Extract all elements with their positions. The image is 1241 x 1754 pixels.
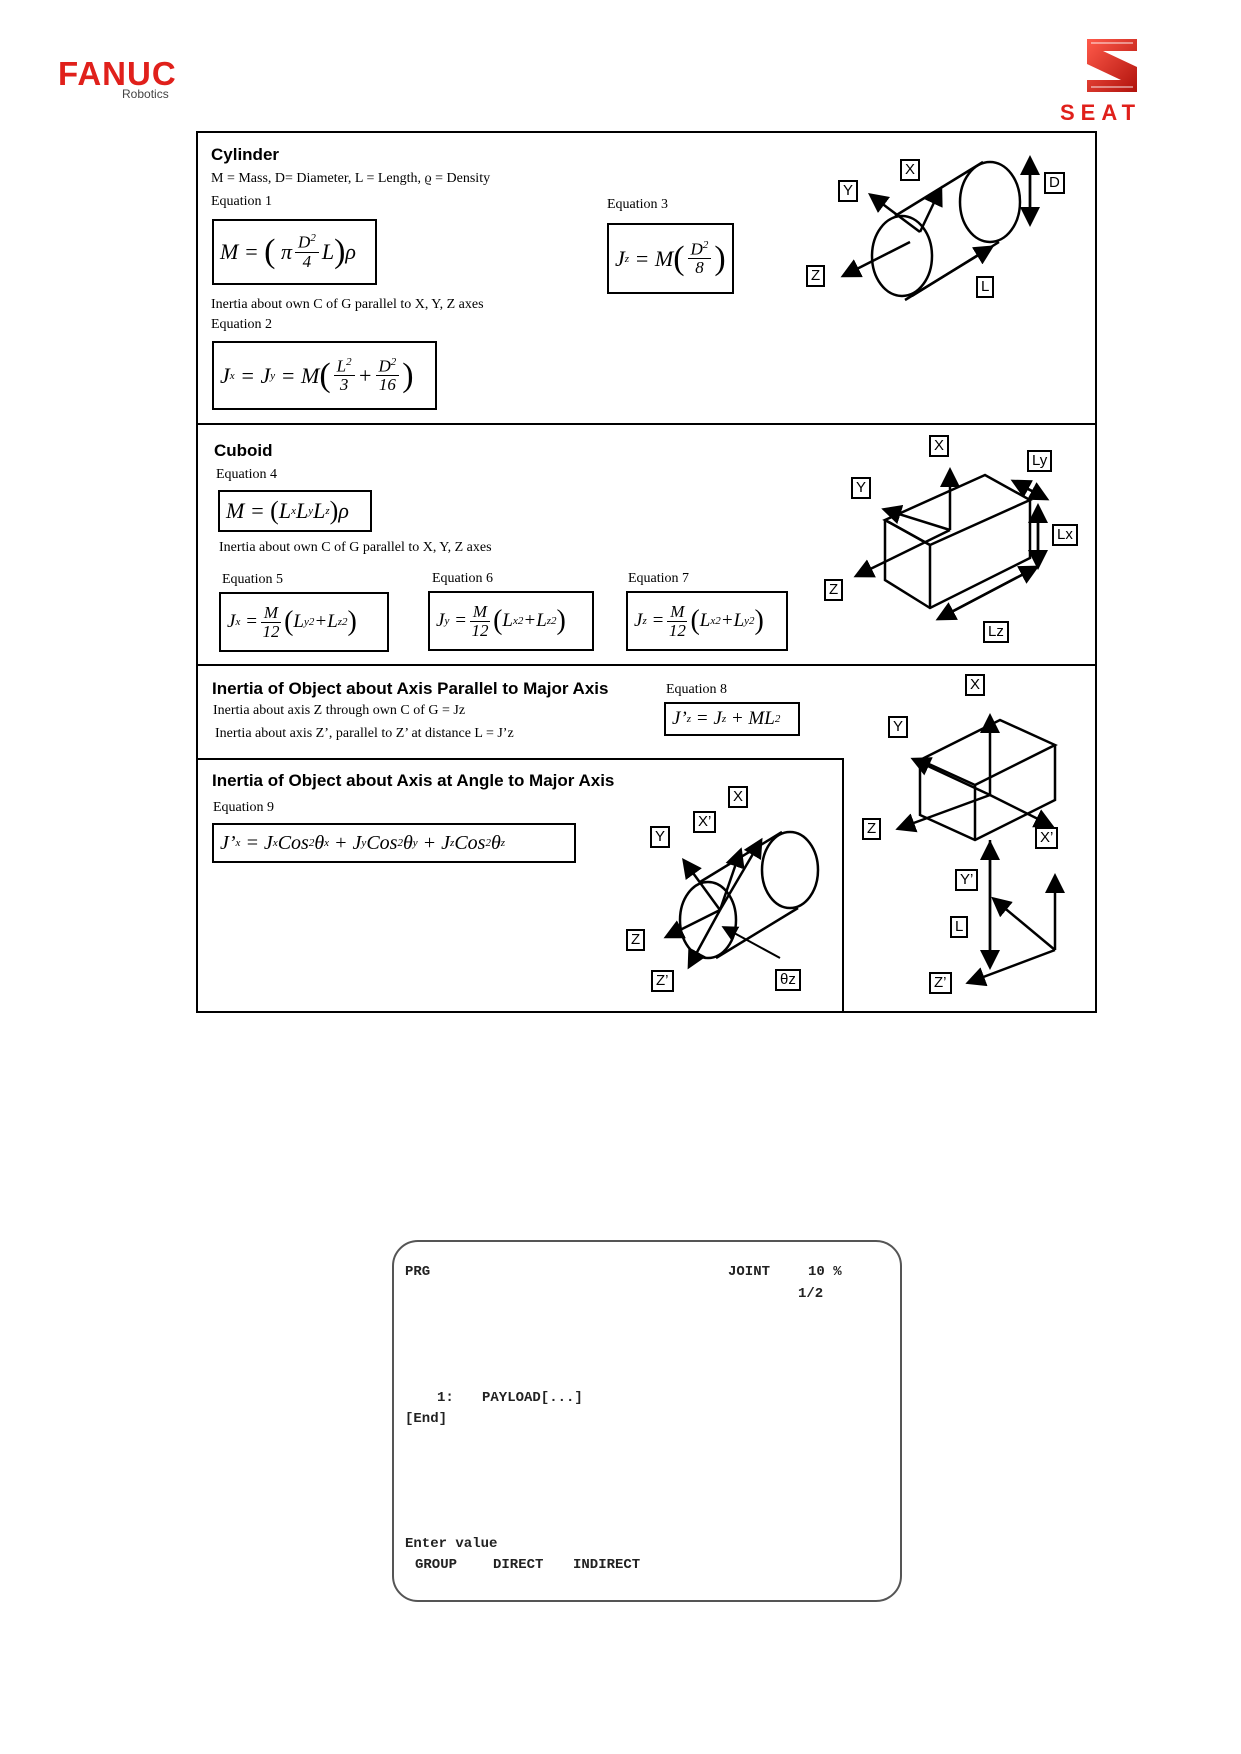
cylinder-legend: M = Mass, D= Diameter, L = Length, ϱ = D… — [211, 171, 491, 186]
page-indicator: 1/2 — [798, 1286, 824, 1302]
fanuc-logo-subtitle: Robotics — [122, 87, 169, 101]
angle-axis-diagram — [663, 830, 820, 970]
axis-label-y: Y — [838, 180, 859, 202]
axis-label-x: X — [929, 435, 950, 457]
axis-label-x: X — [728, 786, 749, 808]
axis-label-x: X — [900, 159, 921, 181]
equation-8-label: Equation 8 — [666, 682, 728, 697]
equation-6-label: Equation 6 — [432, 571, 494, 586]
input-prompt: Enter value — [405, 1536, 498, 1552]
axis-label-y-prime: Y’ — [955, 869, 979, 891]
option-direct[interactable]: DIRECT — [493, 1557, 544, 1573]
axis-label-z-prime: Z’ — [929, 972, 952, 994]
section-divider — [196, 664, 1097, 666]
fanuc-logo: FANUC — [58, 55, 177, 92]
dimension-label-lz: Lz — [983, 621, 1009, 643]
axis-label-y: Y — [650, 826, 671, 848]
axis-label-y: Y — [888, 716, 909, 738]
axis-label-x-prime: X’ — [693, 811, 717, 833]
equation-5-label: Equation 5 — [222, 572, 284, 587]
cuboid-inertia-text: Inertia about own C of G parallel to X, … — [219, 540, 492, 555]
seat-wordmark: SEAT — [1060, 100, 1142, 125]
option-indirect[interactable]: INDIRECT — [573, 1557, 641, 1573]
axis-label-z-prime: Z’ — [651, 970, 674, 992]
axis-label-x-prime: X’ — [1035, 827, 1059, 849]
equation-4-label: Equation 4 — [216, 467, 278, 482]
equation-1-label: Equation 1 — [211, 194, 273, 209]
override-speed: 10 % — [808, 1264, 842, 1280]
section-divider — [196, 758, 843, 760]
parallel-axis-title: Inertia of Object about Axis Parallel to… — [212, 679, 609, 698]
axis-label-z: Z — [862, 818, 882, 840]
equation-9-label: Equation 9 — [213, 800, 275, 815]
equation-3-label: Equation 3 — [607, 197, 669, 212]
motion-mode: JOINT — [728, 1264, 771, 1280]
dimension-label-l: L — [976, 276, 995, 298]
payload-instruction[interactable]: PAYLOAD[...] — [482, 1390, 583, 1406]
equation-7-label: Equation 7 — [628, 571, 690, 586]
axis-label-z: Z — [626, 929, 646, 951]
section-divider — [196, 423, 1097, 425]
program-name: PRG — [405, 1264, 431, 1280]
equation-2-label: Equation 2 — [211, 317, 273, 332]
section-divider — [842, 758, 844, 1013]
axis-label-z: Z — [806, 265, 826, 287]
parallel-axis-line-2: Inertia about axis Z’, parallel to Z’ at… — [215, 726, 514, 741]
dimension-label-lx: Lx — [1052, 524, 1078, 546]
axis-label-z: Z — [824, 579, 844, 601]
option-group[interactable]: GROUP — [415, 1557, 458, 1573]
inertia-formula-sheet — [196, 131, 1097, 1013]
axis-label-y: Y — [851, 477, 872, 499]
end-marker: [End] — [405, 1411, 448, 1427]
dimension-label-ly: Ly — [1027, 450, 1053, 472]
cylinder-diagram — [840, 155, 1040, 302]
axis-label-x: X — [965, 674, 986, 696]
cuboid-diagram — [853, 467, 1050, 621]
parallel-axis-line-1: Inertia about axis Z through own C of G … — [213, 703, 466, 718]
cylinder-inertia-text: Inertia about own C of G parallel to X, … — [211, 297, 484, 312]
angle-label-theta-z: θz — [775, 969, 801, 991]
angle-axis-title: Inertia of Object about Axis at Angle to… — [212, 771, 615, 790]
dimension-label-d: D — [1044, 172, 1065, 194]
teach-pendant-screen — [392, 1240, 902, 1602]
cuboid-title: Cuboid — [214, 441, 273, 460]
line-number[interactable]: 1: — [437, 1390, 454, 1406]
distance-label-l: L — [950, 916, 969, 938]
seat-emblem-icon — [1087, 39, 1137, 92]
cylinder-title: Cylinder — [211, 145, 280, 164]
parallel-axis-diagram — [895, 713, 1065, 987]
